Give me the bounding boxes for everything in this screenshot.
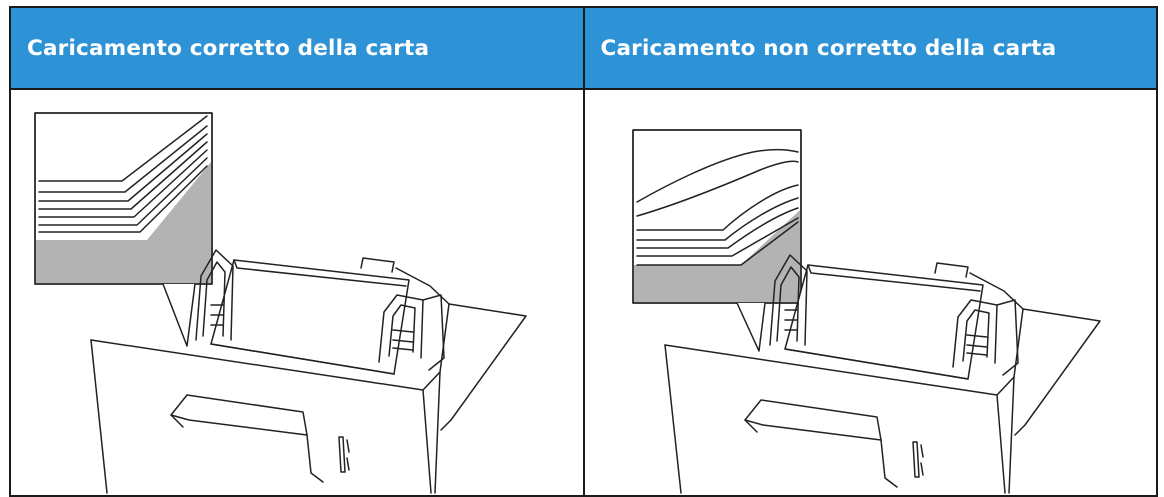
paper-tray: [90, 249, 527, 494]
paper-tray-incorrect-loading-illustration: [631, 129, 1101, 494]
header-incorrect-loading: Caricamento non corretto della carta: [582, 6, 1158, 90]
cell-incorrect-loading: [582, 88, 1158, 497]
table-row: [9, 88, 1158, 497]
table-header-row: Caricamento corretto della carta Caricam…: [9, 6, 1158, 90]
paper-tray-correct-loading-illustration: [34, 112, 527, 494]
header-correct-loading: Caricamento corretto della carta: [9, 6, 585, 90]
cell-correct-loading: [9, 88, 585, 497]
paper-stack-closeup-inset: [34, 112, 213, 347]
paper-tray: [663, 254, 1101, 494]
paper-loading-comparison-table: Caricamento corretto della carta Caricam…: [9, 6, 1158, 497]
curled-paper-closeup-inset: [631, 129, 802, 352]
